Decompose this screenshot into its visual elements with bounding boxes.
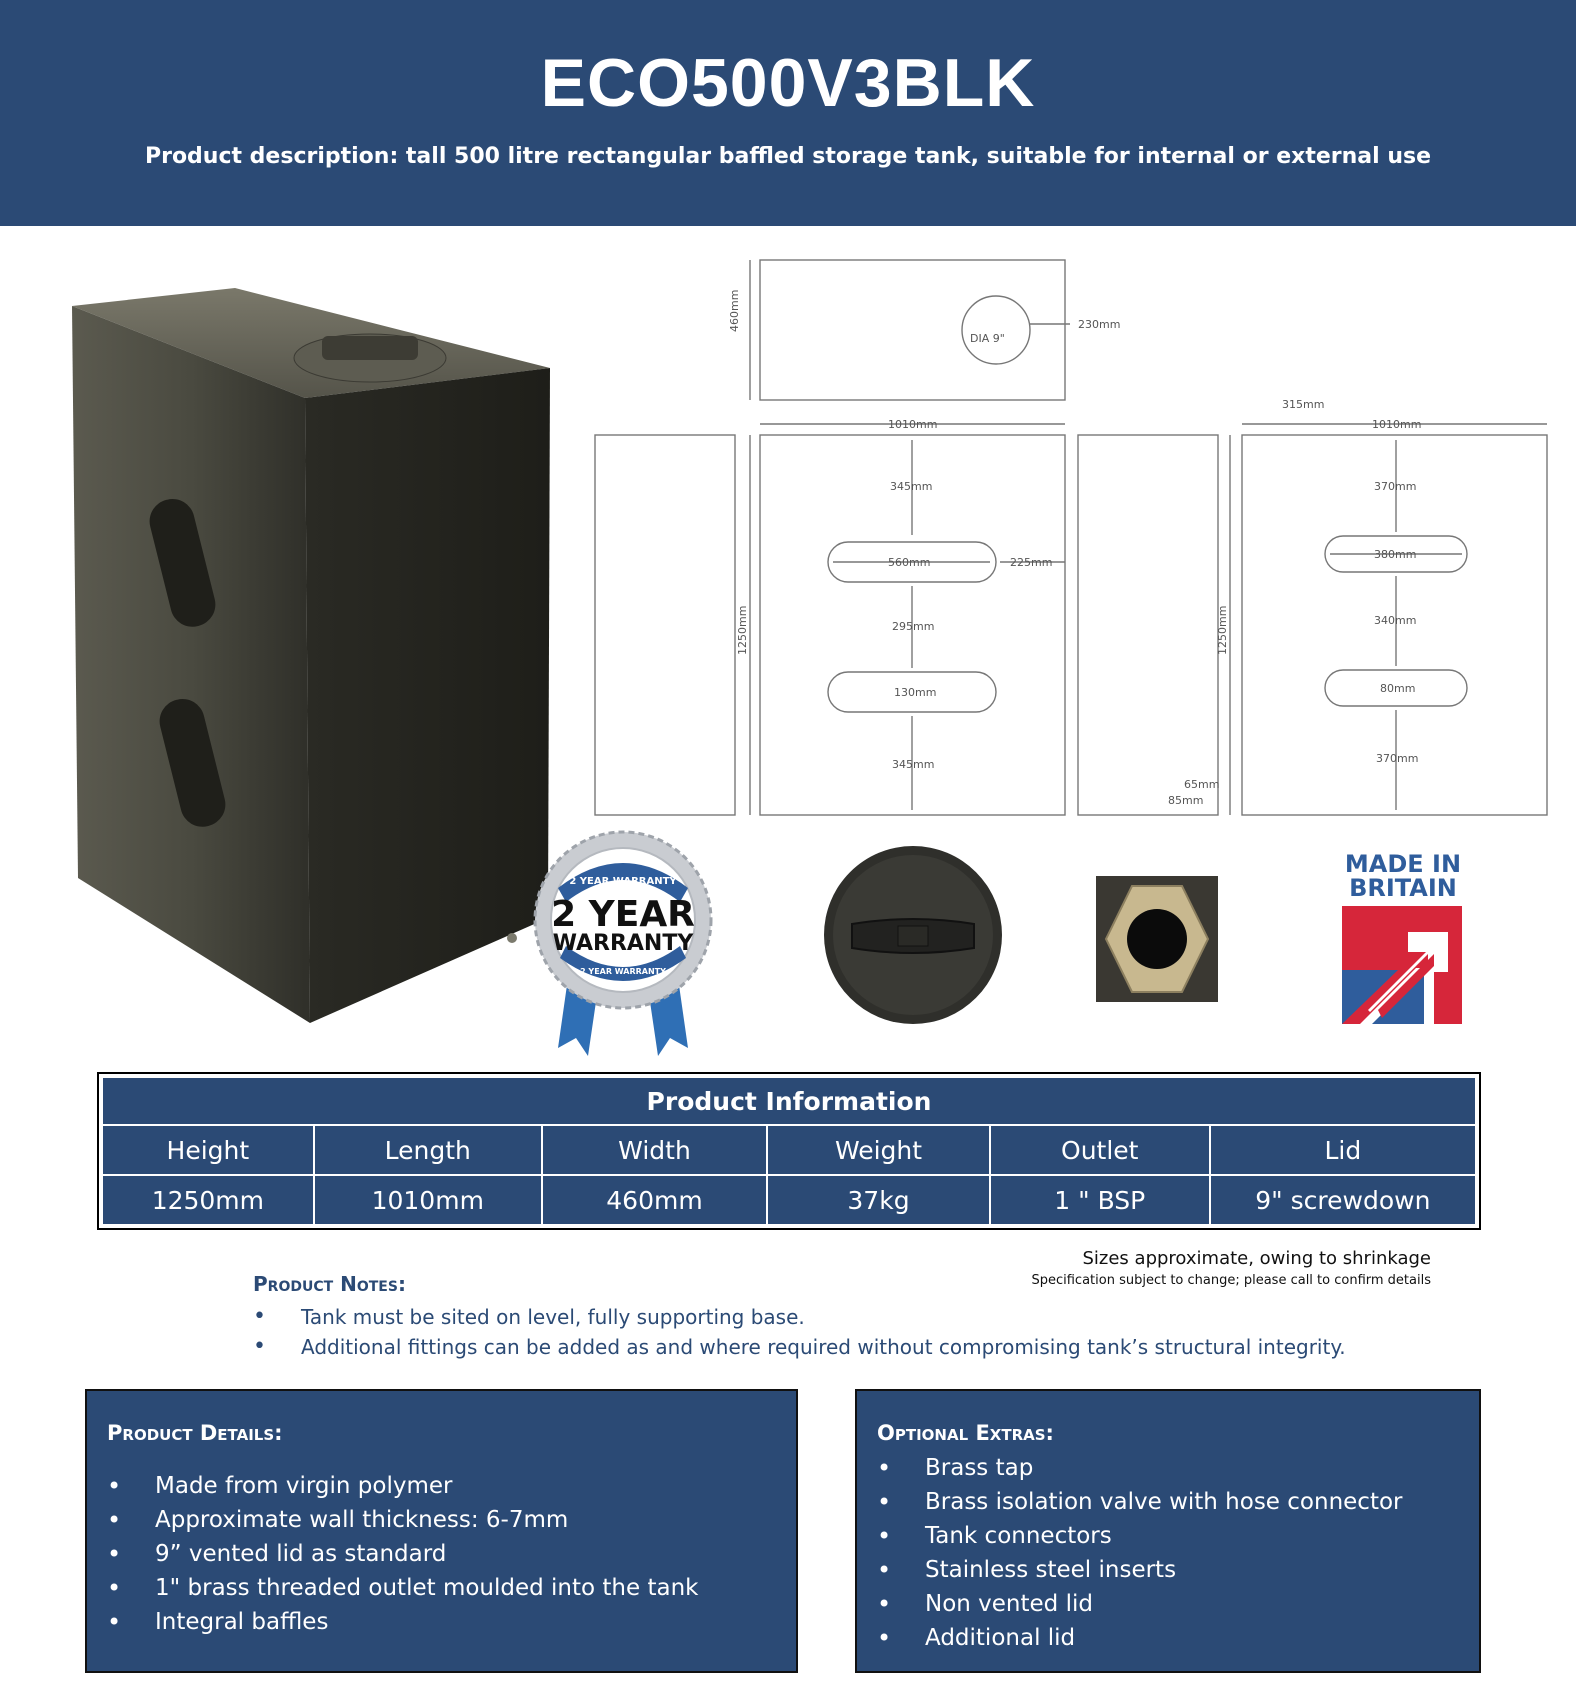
- value-lid: 9" screwdown: [1210, 1176, 1475, 1224]
- warranty-badge-main2: WARRANTY: [553, 931, 695, 956]
- page-header: ECO500V3BLK Product description: tall 50…: [0, 0, 1576, 226]
- tank-photo: [72, 288, 550, 1023]
- warranty-badge-top-text: 2 YEAR WARRANTY: [569, 876, 677, 887]
- list-item: 9” vented lid as standard: [107, 1537, 698, 1571]
- list-item: Additional lid: [877, 1621, 1403, 1655]
- product-notes-title: Product Notes:: [253, 1272, 406, 1296]
- disclaimer-line2: Specification subject to change; please …: [1031, 1273, 1431, 1288]
- dim-top-width: 460mm: [728, 290, 741, 332]
- britain-line1: MADE IN: [1345, 850, 1461, 878]
- disclaimer-line1: Sizes approximate, owing to shrinkage: [1082, 1248, 1431, 1269]
- dim-rear-lower-height: 80mm: [1380, 682, 1415, 695]
- dim-front-upper-width: 560mm: [888, 556, 930, 569]
- list-item: Brass isolation valve with hose connecto…: [877, 1485, 1403, 1519]
- dim-rear-width: 1010mm: [1372, 418, 1421, 431]
- product-description: Product description: tall 500 litre rect…: [144, 144, 1432, 169]
- dim-outlet-side: 85mm: [1168, 794, 1203, 807]
- value-height: 1250mm: [103, 1176, 313, 1224]
- list-item: 1" brass threaded outlet moulded into th…: [107, 1571, 698, 1605]
- dim-rear-top: 370mm: [1374, 480, 1416, 493]
- dimension-diagram: 460mm DIA 9" 230mm 315mm 1010mm 345mm 56…: [594, 259, 1548, 816]
- dim-rear-middle: 340mm: [1374, 614, 1416, 627]
- list-item: Brass tap: [877, 1451, 1403, 1485]
- product-code-title: ECO500V3BLK: [540, 45, 1036, 121]
- product-info-header-row: Height Length Width Weight Outlet Lid: [103, 1126, 1475, 1174]
- product-notes: Product Notes: Tank must be sited on lev…: [253, 1272, 1346, 1362]
- warranty-badge-bottom-text: 2 YEAR WARRANTY: [580, 967, 666, 976]
- list-item: Integral baffles: [107, 1605, 698, 1639]
- dim-hole-label: DIA 9": [970, 332, 1005, 345]
- list-item: Additional fittings can be added as and …: [253, 1332, 1346, 1362]
- dim-outlet-up: 65mm: [1184, 778, 1219, 791]
- list-item: Made from virgin polymer: [107, 1469, 698, 1503]
- warranty-badge-icon: 2 YEAR WARRANTY 2 YEAR WARRANTY 2 YEAR W…: [533, 830, 713, 1056]
- product-info-value-row: 1250mm 1010mm 460mm 37kg 1 " BSP 9" scre…: [103, 1176, 1475, 1224]
- dim-front-top: 345mm: [890, 480, 932, 493]
- product-details-title: Product Details:: [107, 1421, 283, 1445]
- header-outlet: Outlet: [990, 1126, 1209, 1174]
- header-lid: Lid: [1210, 1126, 1475, 1174]
- dim-rear-bottom: 370mm: [1376, 752, 1418, 765]
- dim-front-middle: 295mm: [892, 620, 934, 633]
- britain-line2: BRITAIN: [1349, 874, 1457, 902]
- lid-icon: [824, 846, 1002, 1024]
- disclaimer: Sizes approximate, owing to shrinkage Sp…: [1031, 1248, 1431, 1288]
- dim-front-bottom: 345mm: [892, 758, 934, 771]
- header-weight: Weight: [768, 1126, 989, 1174]
- dim-front-lower-height: 130mm: [894, 686, 936, 699]
- list-item: Tank must be sited on level, fully suppo…: [253, 1302, 1346, 1332]
- dim-front-upper-offset: 225mm: [1010, 556, 1052, 569]
- list-item: Stainless steel inserts: [877, 1553, 1403, 1587]
- header-width: Width: [542, 1126, 767, 1174]
- value-outlet: 1 " BSP: [990, 1176, 1209, 1224]
- header-height: Height: [103, 1126, 313, 1174]
- dim-rear-upper-width: 380mm: [1374, 548, 1416, 561]
- optional-extras-box: Optional Extras: Brass tap Brass isolati…: [855, 1389, 1481, 1673]
- dim-height-side: 1250mm: [1216, 606, 1229, 655]
- header-length: Length: [314, 1126, 541, 1174]
- product-info-table: Product Information Height Length Width …: [97, 1072, 1481, 1230]
- made-in-britain-logo: MADE IN BRITAIN: [1342, 850, 1462, 1024]
- outlet-icon: [1096, 876, 1218, 1002]
- product-info-title: Product Information: [103, 1078, 1475, 1124]
- list-item: Approximate wall thickness: 6-7mm: [107, 1503, 698, 1537]
- list-item: Tank connectors: [877, 1519, 1403, 1553]
- dim-side-offset: 315mm: [1282, 398, 1324, 411]
- warranty-badge-main1: 2 YEAR: [551, 894, 695, 935]
- dim-hole-offset: 230mm: [1078, 318, 1120, 331]
- list-item: Non vented lid: [877, 1587, 1403, 1621]
- product-details-box: Product Details: Made from virgin polyme…: [85, 1389, 798, 1673]
- optional-extras-title: Optional Extras:: [877, 1421, 1054, 1445]
- value-length: 1010mm: [314, 1176, 541, 1224]
- dim-height-front: 1250mm: [736, 606, 749, 655]
- value-width: 460mm: [542, 1176, 767, 1224]
- dim-front-width: 1010mm: [888, 418, 937, 431]
- value-weight: 37kg: [768, 1176, 989, 1224]
